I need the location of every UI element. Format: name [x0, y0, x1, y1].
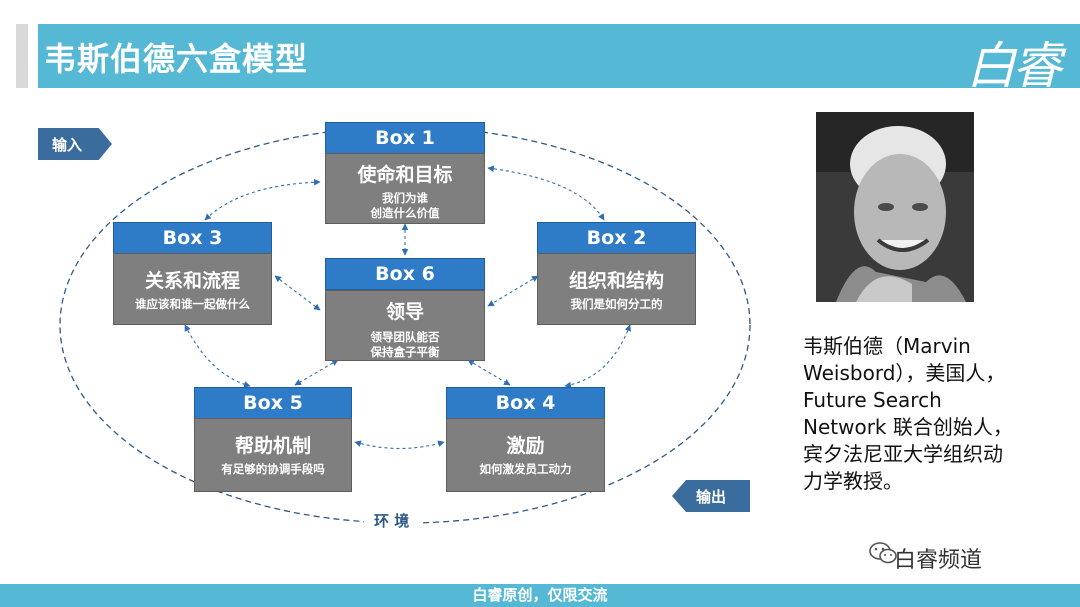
box3-body: 关系和流程 谁应该和谁一起做什么 [113, 253, 272, 325]
box2-body: 组织和结构 我们是如何分工的 [537, 253, 696, 325]
box4-sub: 如何激发员工动力 [479, 462, 572, 476]
box6-header: Box 6 [325, 258, 485, 290]
connector-box2-box4 [564, 324, 631, 389]
box4-title: 激励 [506, 435, 545, 457]
connector-box1-box3 [204, 178, 321, 221]
input-tag: 输入 [38, 128, 112, 160]
output-tag: 输出 [672, 480, 750, 512]
box6-sub-2: 保持盒子平衡 [370, 345, 440, 359]
connector-box2-box6 [487, 275, 539, 307]
connector-box6-box5 [294, 359, 339, 386]
bio-text: 韦斯伯德（Marvin Weisbord），美国人， Future Search… [803, 333, 1053, 495]
bio-line: Future Search [803, 388, 942, 412]
page-title: 韦斯伯德六盒模型 [44, 40, 309, 78]
bio-line: Network 联合创始人， [803, 415, 1013, 439]
box6-title: 领导 [385, 301, 424, 323]
box5-sub: 有足够的协调手段吗 [221, 462, 325, 476]
environment-label: 环 境 [364, 510, 420, 531]
box5-body: 帮助机制 有足够的协调手段吗 [194, 418, 352, 492]
footer-bar: 白睿原创，仅限交流 [0, 584, 1080, 607]
box2-title: 组织和结构 [568, 270, 664, 292]
box3-header: Box 3 [113, 222, 272, 254]
box5-title: 帮助机制 [234, 435, 311, 457]
box2-sub: 我们是如何分工的 [570, 297, 663, 311]
wechat-icon [869, 542, 897, 564]
bio-line: 力学教授。 [803, 469, 903, 493]
box3-title: 关系和流程 [144, 270, 240, 292]
box1-body: 使命和目标 我们为谁 创造什么价值 [325, 153, 485, 224]
watermark-text: 白睿频道 [894, 548, 983, 573]
box1-sub-1: 我们为谁 [382, 191, 428, 205]
title-accent-bar [16, 24, 28, 88]
portrait-photo [816, 112, 974, 302]
box6-sub-1: 领导团队能否 [370, 330, 440, 344]
connector-box5-box4 [354, 440, 445, 450]
box3-sub: 谁应该和谁一起做什么 [135, 297, 250, 311]
connector-box1-box2 [487, 165, 605, 221]
connector-box6-box4 [467, 359, 511, 386]
box4-header: Box 4 [446, 387, 605, 419]
bio-line: 宾夕法尼亚大学组织动 [803, 442, 1003, 466]
connector-box3-box5 [184, 324, 251, 388]
connector-box3-box6 [274, 275, 321, 311]
box4-body: 激励 如何激发员工动力 [446, 418, 605, 492]
box6-body: 领导 领导团队能否 保持盒子平衡 [325, 290, 485, 361]
title-bar [38, 24, 1080, 88]
box1-sub-2: 创造什么价值 [370, 206, 440, 220]
box2-header: Box 2 [537, 222, 696, 254]
box1-header: Box 1 [325, 122, 485, 154]
bio-line: Weisbord），美国人， [803, 361, 1006, 385]
box1-title: 使命和目标 [357, 164, 453, 186]
bio-line: 韦斯伯德（Marvin [803, 334, 971, 358]
brand-logo: 白睿 [966, 37, 1062, 95]
box5-header: Box 5 [194, 387, 352, 419]
